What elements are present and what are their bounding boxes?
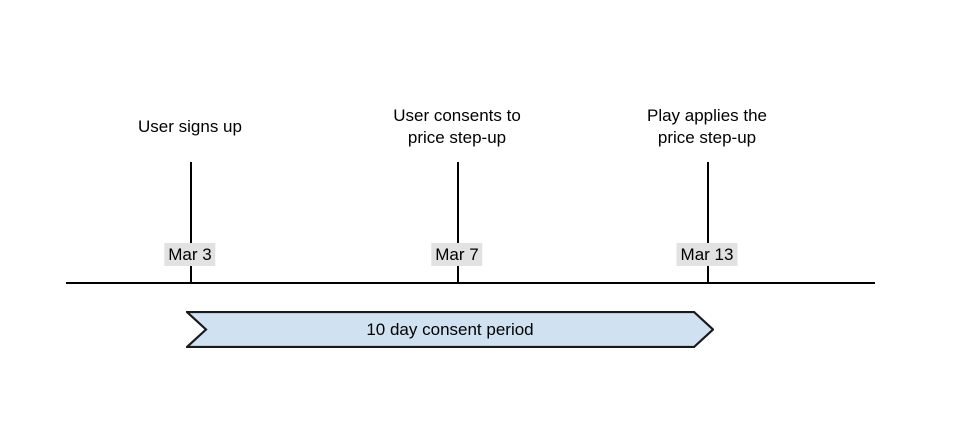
event-tick-signup [190,162,192,283]
event-date-apply: Mar 13 [676,243,738,266]
event-tick-apply [707,162,709,283]
consent-period-arrow-shape [186,311,714,348]
event-label-signup: User signs up [138,117,242,136]
event-tick-consent [457,162,459,283]
arrow-polygon [186,311,714,348]
consent-period-banner: 10 day consent period [186,311,714,348]
event-label-apply: Play applies the price step-up [646,106,768,147]
timeline-axis-line [66,282,875,284]
event-date-consent: Mar 7 [431,243,483,266]
event-date-signup: Mar 3 [164,243,216,266]
event-label-consent: User consents to price step-up [393,106,521,147]
